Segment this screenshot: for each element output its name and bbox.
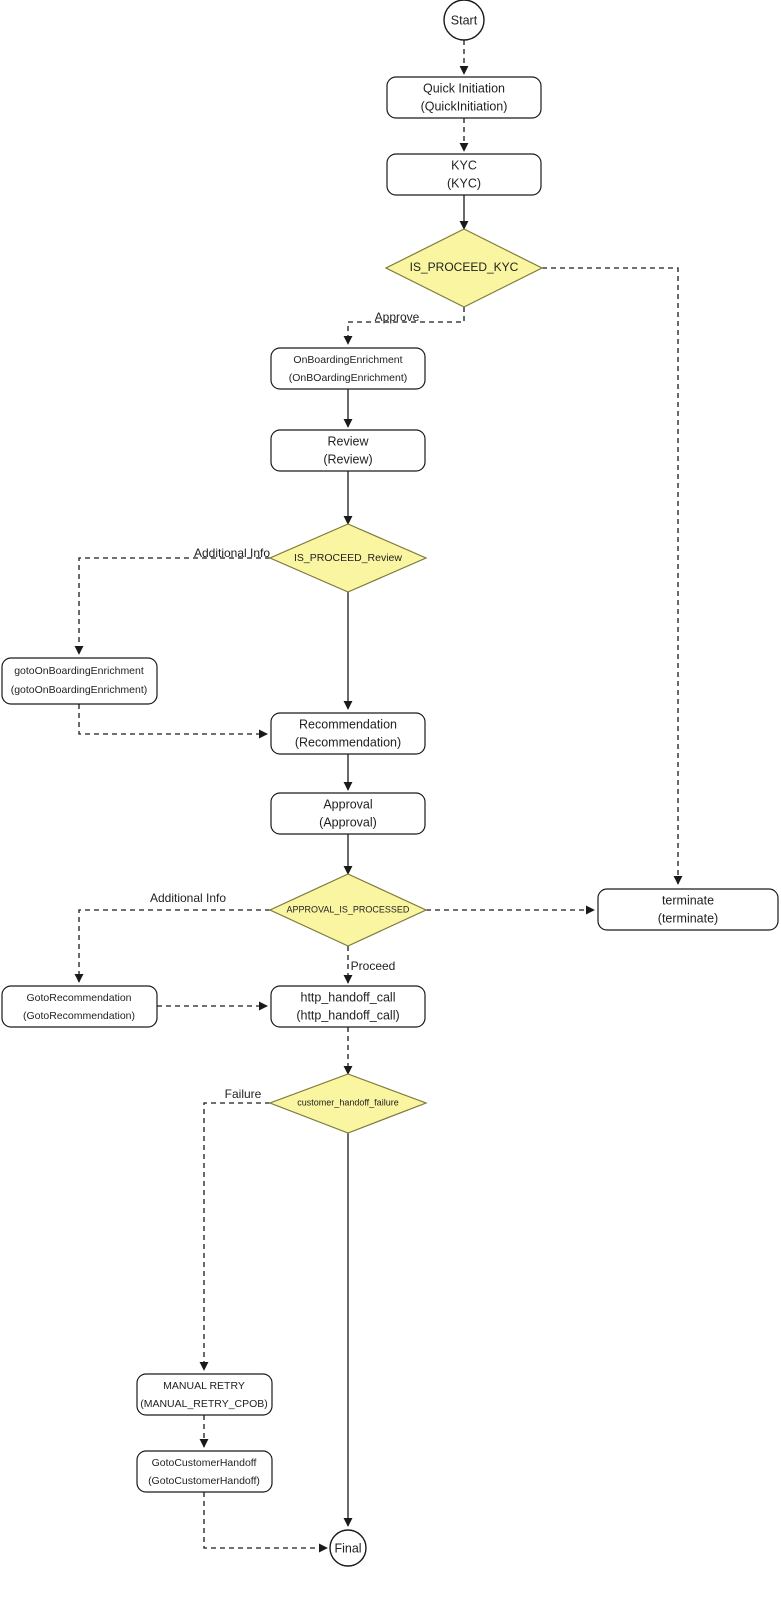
is-proceed-review-label: IS_PROCEED_Review (294, 552, 402, 564)
goto-customer-handoff-box (136, 1450, 273, 1493)
start-circle (443, 0, 485, 41)
onboarding-enrichment-label-line2: (OnBOardingEnrichment) (289, 372, 407, 384)
terminate-label-line1: terminate (662, 893, 714, 907)
final-label: Final (334, 1541, 361, 1555)
node-goto-customer-handoff[interactable]: GotoCustomerHandoff (GotoCustomerHandoff… (136, 1450, 273, 1493)
goto-onboarding-enrichment-box (1, 657, 158, 705)
approval-label-line2: (Approval) (319, 815, 377, 829)
terminate-label-line2: (terminate) (658, 911, 718, 925)
review-label-line1: Review (328, 434, 370, 448)
node-final[interactable]: Final (329, 1529, 367, 1567)
node-onboarding-enrichment[interactable]: OnBoardingEnrichment (OnBOardingEnrichme… (270, 347, 426, 390)
node-goto-onboarding-enrichment[interactable]: gotoOnBoardingEnrichment (gotoOnBoarding… (1, 657, 158, 705)
manual-retry-label-line2: (MANUAL_RETRY_CPOB) (140, 1398, 268, 1410)
recommendation-box (270, 712, 426, 755)
customer-handoff-failure-label: customer_handoff_failure (297, 1097, 398, 1107)
customer-handoff-failure-diamond (268, 1073, 428, 1134)
quick-initiation-label-line2: (QuickInitiation) (421, 99, 508, 113)
goto-customer-handoff-label-line1: GotoCustomerHandoff (152, 1457, 257, 1469)
http-handoff-call-label-line1: http_handoff_call (301, 990, 396, 1004)
edge-approval-is-processed-to-goto-recommendation (74, 909, 270, 983)
is-proceed-kyc-label: IS_PROCEED_KYC (410, 260, 519, 274)
http-handoff-call-box (270, 985, 426, 1028)
review-box (270, 429, 426, 472)
approval-is-processed-label: APPROVAL_IS_PROCESSED (287, 904, 410, 914)
node-goto-recommendation[interactable]: GotoRecommendation (GotoRecommendation) (1, 985, 158, 1028)
http-handoff-call-label-line2: (http_handoff_call) (296, 1008, 399, 1022)
quick-initiation-box (386, 76, 542, 119)
node-approval-is-processed[interactable]: APPROVAL_IS_PROCESSED (268, 873, 428, 947)
is-proceed-review-diamond (268, 523, 428, 593)
node-quick-initiation[interactable]: Quick Initiation (QuickInitiation) (386, 76, 542, 119)
kyc-label-line1: KYC (451, 158, 477, 172)
recommendation-label-line1: Recommendation (299, 717, 397, 731)
node-http-handoff-call[interactable]: http_handoff_call (http_handoff_call) (270, 985, 426, 1028)
node-customer-handoff-failure[interactable]: customer_handoff_failure (268, 1073, 428, 1134)
approval-label-line1: Approval (323, 797, 372, 811)
approval-is-processed-diamond (268, 873, 428, 947)
goto-onboarding-enrichment-label-line2: (gotoOnBoardingEnrichment) (11, 684, 148, 696)
terminate-box (597, 888, 779, 931)
goto-onboarding-enrichment-label-line1: gotoOnBoardingEnrichment (14, 665, 144, 677)
manual-retry-box (136, 1373, 273, 1416)
kyc-label-line2: (KYC) (447, 176, 481, 190)
edge-label-approve: Approve (375, 310, 420, 324)
node-is-proceed-kyc[interactable]: IS_PROCEED_KYC (384, 228, 544, 308)
review-label-line2: (Review) (323, 452, 372, 466)
is-proceed-kyc-diamond (384, 228, 544, 308)
edge-is-proceed-kyc-to-terminate (542, 267, 683, 885)
edge-label-proceed: Proceed (351, 959, 396, 973)
node-approval[interactable]: Approval (Approval) (270, 792, 426, 835)
goto-recommendation-label-line1: GotoRecommendation (26, 992, 131, 1004)
edge-is-proceed-review-to-goto-onboarding-enrichment (74, 557, 270, 655)
edge-goto-onboarding-enrichment-to-recommendation (78, 704, 268, 739)
node-recommendation[interactable]: Recommendation (Recommendation) (270, 712, 426, 755)
edge-is-proceed-kyc-to-onboarding-enrichment (343, 307, 465, 345)
goto-recommendation-label-line2: (GotoRecommendation) (23, 1010, 135, 1022)
edge-label-additional-info-approval: Additional Info (150, 891, 226, 905)
node-kyc[interactable]: KYC (KYC) (386, 153, 542, 196)
edge-customer-handoff-failure-to-manual-retry (199, 1102, 270, 1371)
node-review[interactable]: Review (Review) (270, 429, 426, 472)
goto-recommendation-box (1, 985, 158, 1028)
node-start[interactable]: Start (443, 0, 485, 41)
node-manual-retry[interactable]: MANUAL RETRY (MANUAL_RETRY_CPOB) (136, 1373, 273, 1416)
manual-retry-label-line1: MANUAL RETRY (163, 1380, 245, 1392)
final-circle (329, 1529, 367, 1567)
quick-initiation-label-line1: Quick Initiation (423, 81, 505, 95)
goto-customer-handoff-label-line2: (GotoCustomerHandoff) (148, 1475, 260, 1487)
approval-box (270, 792, 426, 835)
node-terminate[interactable]: terminate (terminate) (597, 888, 779, 931)
onboarding-enrichment-box (270, 347, 426, 390)
edge-goto-customer-handoff-to-final (203, 1492, 328, 1553)
recommendation-label-line2: (Recommendation) (295, 735, 401, 749)
kyc-box (386, 153, 542, 196)
edge-label-failure: Failure (225, 1087, 262, 1101)
onboarding-enrichment-label-line1: OnBoardingEnrichment (293, 354, 402, 366)
start-label: Start (451, 13, 478, 27)
node-is-proceed-review[interactable]: IS_PROCEED_Review (268, 523, 428, 593)
edge-label-additional-info-review: Additional Info (194, 546, 270, 560)
